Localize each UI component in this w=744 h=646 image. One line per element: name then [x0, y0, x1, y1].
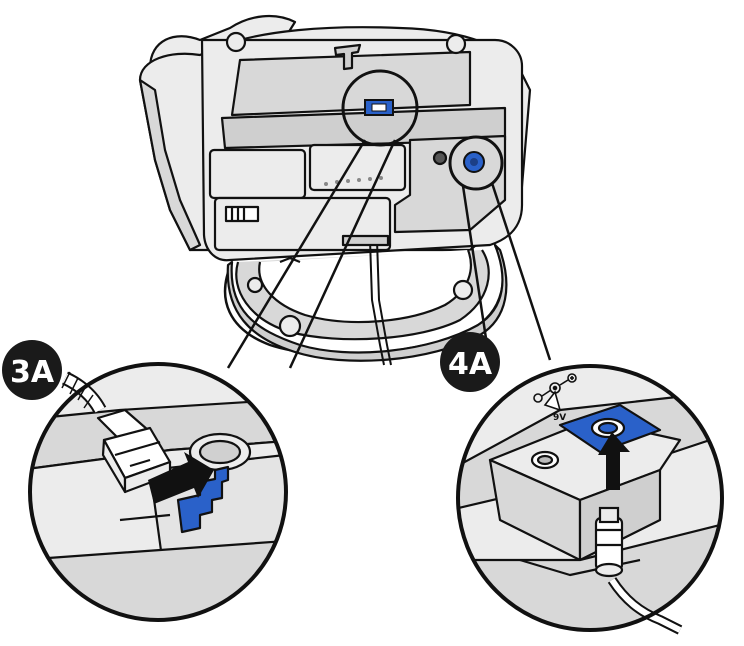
arrow-icon — [148, 452, 214, 504]
base-unit-underside — [138, 15, 532, 366]
detail-3a-phone-line — [28, 362, 288, 622]
detail-4a-power: 9V — [456, 364, 724, 635]
power-plug-icon — [594, 506, 683, 635]
caution-triangle-icon: 9V — [543, 390, 566, 423]
step-badge-3a: 3A — [2, 340, 62, 400]
arrow-icon — [598, 432, 630, 490]
callout-circle-power-jack — [448, 135, 504, 191]
step-badge-4a: 4A — [440, 332, 500, 392]
step-label-3a: 3A — [10, 355, 55, 390]
voltage-label: 9V — [553, 413, 566, 423]
rj11-plug-icon — [96, 408, 172, 494]
step-label-4a: 4A — [448, 347, 493, 382]
coiled-cord — [61, 371, 107, 414]
leader-lines — [226, 139, 552, 369]
callout-circle-phone-jack — [341, 69, 419, 147]
